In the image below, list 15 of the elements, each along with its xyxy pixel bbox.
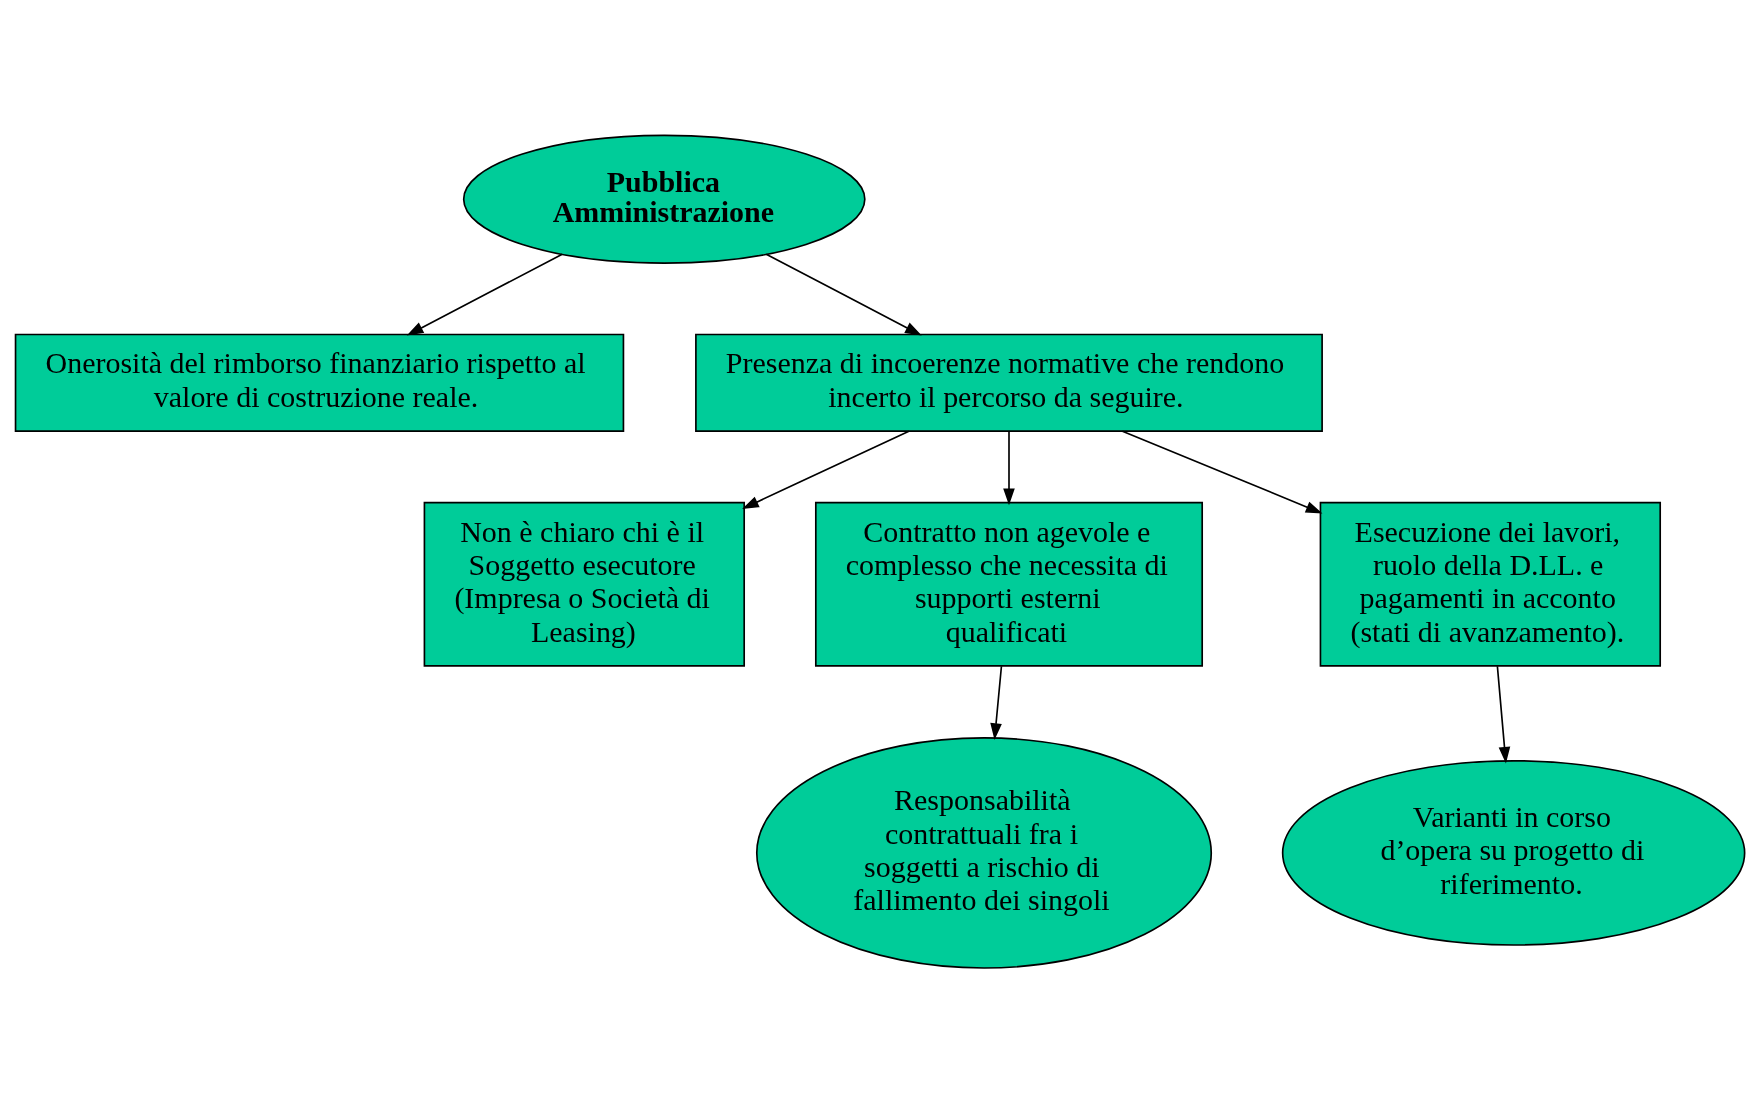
node-ellipse: Varianti in corso d’opera su progetto di riferimento. [1281,759,1746,946]
arrow [990,665,1003,740]
node-ellipse: Responsabilità contrattuali fra i soggetti a rischio di fallimento dei singoli [755,737,1213,969]
node-box: Non è chiaro chi è il Soggetto esecutore (Impresa o Società di Leasing) [423,501,746,667]
arrow [742,430,910,509]
arrow [765,253,922,336]
arrow [1496,665,1511,764]
node-box: Onerosità del rimborso finanziario rispetto al valore di costruzione reale. [14,333,625,432]
arrow [1003,430,1015,506]
node-ellipse: Pubblica Amministrazione [462,134,866,264]
node-box: Presenza di incoerenze normative che rendono incerto il percorso da seguire. [695,333,1323,432]
node-box: Esecuzione dei lavori, ruolo della D.LL. e pagamenti in acconto (stati di avanzamento). [1319,501,1662,667]
arrow [406,253,564,336]
arrow [1121,430,1323,514]
node-box: Contratto non agevole e complesso che necessita di supporti esterni qualificati [814,501,1204,667]
